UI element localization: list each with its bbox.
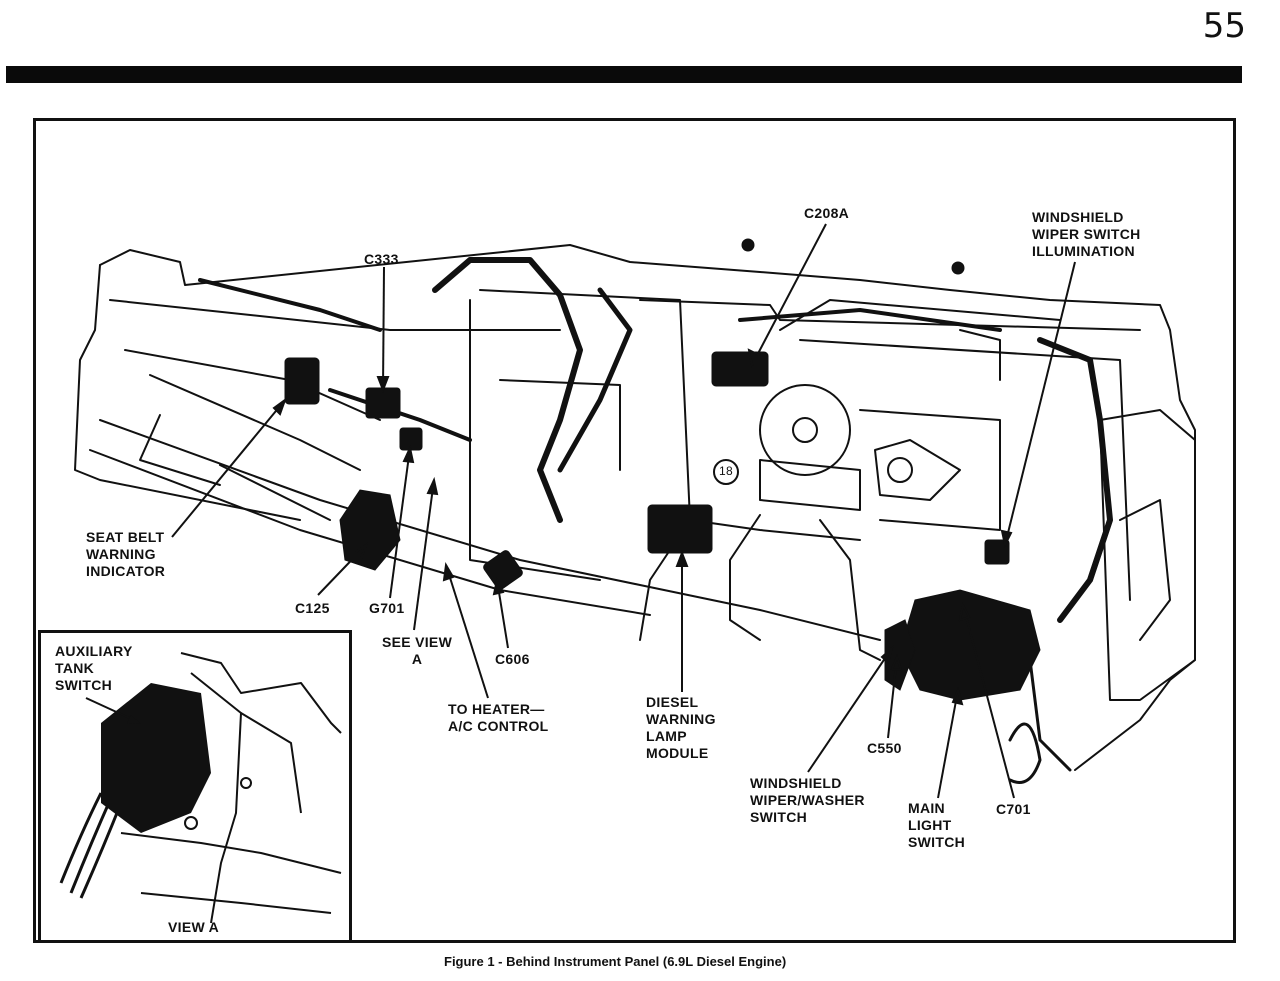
callout-c125: C125: [295, 600, 330, 616]
callout-c701: C701: [996, 801, 1031, 817]
aux-tank-switch-connector: [101, 683, 211, 833]
figure-frame: [33, 118, 1236, 943]
figure-caption: Figure 1 - Behind Instrument Panel (6.9L…: [444, 954, 787, 969]
page-number: 55: [1202, 6, 1246, 46]
wiper-illum-connector: [984, 539, 1010, 565]
c606-connector: [483, 550, 523, 590]
callout-seat-belt-indicator: SEAT BELT WARNING INDICATOR: [86, 529, 166, 579]
callout-wiper-washer-switch: WINDSHIELD WIPER/WASHER SWITCH: [750, 775, 865, 825]
header-rule: [6, 66, 1242, 83]
c125-connector: [339, 489, 401, 571]
c208a-connector: [711, 351, 769, 387]
g701-connector: [399, 427, 423, 451]
gauge-18-ring: [713, 459, 739, 485]
callout-c333: C333: [364, 251, 399, 267]
gauge-number-label: 18: [719, 464, 733, 478]
callout-c208a: C208A: [804, 205, 850, 221]
view-a-drawing: [59, 652, 342, 924]
view-a-inset: AUXILIARY TANK SWITCH VIEW A: [38, 630, 352, 943]
callout-diesel-warning-lamp-module: DIESEL WARNING LAMP MODULE: [646, 694, 716, 761]
callout-heater-ac-control: TO HEATER— A/C CONTROL: [448, 701, 549, 734]
callout-main-light-switch: MAIN LIGHT SWITCH: [908, 800, 966, 850]
inset-aux-tank-switch: AUXILIARY TANK SWITCH: [55, 643, 133, 693]
callout-wiper-switch-illumination: WINDSHIELD WIPER SWITCH ILLUMINATION: [1032, 209, 1141, 259]
diesel-lamp-connector: [647, 504, 713, 554]
seat-belt-connector: [284, 357, 320, 405]
callout-c550: C550: [867, 740, 902, 756]
callout-see-view-a: SEE VIEW A: [382, 634, 453, 667]
callout-c606: C606: [495, 651, 530, 667]
main-light-connector: [899, 589, 1041, 701]
inset-title: VIEW A: [168, 919, 220, 935]
c550-connector: [884, 619, 916, 691]
callout-g701: G701: [369, 600, 405, 616]
